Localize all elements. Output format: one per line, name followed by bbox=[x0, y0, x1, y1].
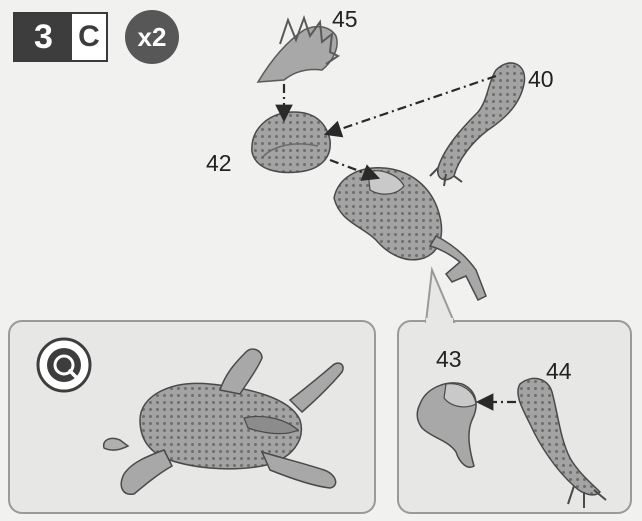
assembled-creature bbox=[104, 349, 343, 494]
label-part-43: 43 bbox=[436, 346, 462, 373]
part-43 bbox=[417, 383, 476, 467]
label-part-45: 45 bbox=[332, 6, 358, 33]
part-42-head bbox=[252, 112, 330, 172]
label-part-44: 44 bbox=[546, 358, 572, 385]
magnify-icon bbox=[38, 339, 90, 391]
label-part-40: 40 bbox=[528, 66, 554, 93]
part-44 bbox=[518, 378, 606, 508]
body-assembly bbox=[334, 168, 486, 300]
label-part-42: 42 bbox=[206, 150, 232, 177]
part-45-crest bbox=[258, 18, 338, 82]
